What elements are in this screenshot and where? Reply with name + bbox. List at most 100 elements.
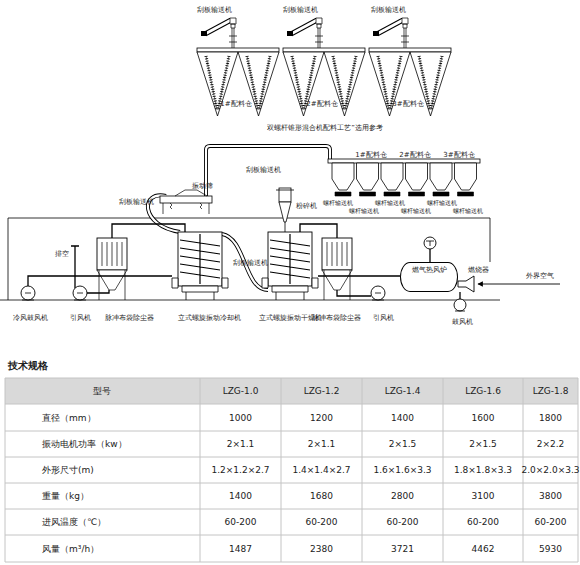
bin-beam <box>328 159 480 163</box>
table-cell: 2380 <box>310 544 333 553</box>
part-label: 燃烧器 <box>468 267 489 274</box>
node-text: 燃气热风炉 <box>412 267 447 274</box>
section-caption: 双螺杆锥形混合机配料工艺”选用参考 <box>267 125 383 132</box>
conveyor-pipe <box>148 146 330 290</box>
part-label: 立式螺旋振动冷却机 <box>178 315 241 322</box>
burner-symbol <box>458 276 474 292</box>
table-cell: 3100 <box>472 492 495 501</box>
vibration-motor <box>172 278 228 300</box>
part-label: 刮板输送机 <box>283 7 318 14</box>
part-label: 引风机 <box>373 315 394 322</box>
blower-fan <box>454 299 466 311</box>
table-cell: 1.8×1.8×3.3 <box>454 466 512 475</box>
table-cell: 2×1.1 <box>308 440 336 449</box>
table-cell: 型号 <box>93 387 111 396</box>
dryer-body <box>268 232 312 286</box>
table-cell: 重量（kg） <box>42 492 89 501</box>
part-label: 螺杆输送机 <box>453 208 483 214</box>
part-label: 刮板输送机 <box>246 167 281 174</box>
twin-screw-mixer <box>369 18 451 116</box>
air-inlet-arrow <box>478 284 560 285</box>
part-label: 脉冲布袋除尘器 <box>105 315 154 322</box>
table-cell: 进风温度（℃） <box>42 518 106 527</box>
part-label: 螺杆输送机 <box>375 200 405 206</box>
part-label: 刮板输送机 <box>197 7 232 14</box>
spiral-deck <box>180 234 220 284</box>
table-cell: 60-200 <box>387 518 419 527</box>
part-label: 3#配料仓 <box>392 101 423 108</box>
part-label: 刮板输送机 <box>233 260 268 267</box>
part-label: 脉冲布袋除尘器 <box>312 315 361 322</box>
table-cell: 2.0×2.0×3.3 <box>521 466 579 475</box>
table-cell: 1400 <box>391 413 414 422</box>
vibrating-screen <box>160 196 212 203</box>
table-cell: 60-200 <box>467 518 499 527</box>
table-cell: LZG-1.0 <box>223 387 259 396</box>
part-label: 冷风鼓风机 <box>13 315 48 322</box>
twin-screw-mixer <box>283 18 365 116</box>
table-cell: LZG-1.2 <box>304 387 340 396</box>
table-cell: 1400 <box>229 492 252 501</box>
frame-line <box>0 218 500 300</box>
part-label: 鼓风机 <box>452 319 473 326</box>
table-cell: 4462 <box>472 544 495 553</box>
table-heading: 技术规格 <box>8 361 48 371</box>
part-label: 螺杆输送机 <box>427 200 457 206</box>
twin-screw-mixer <box>197 18 279 116</box>
table-grid <box>5 378 578 562</box>
part-label: 引风机 <box>70 315 91 322</box>
part-label: 2#配料仓 <box>399 152 430 159</box>
spiral-deck <box>270 234 310 284</box>
part-label: 刮板输送机 <box>371 7 406 14</box>
table-cell: 1.6×1.6×3.3 <box>373 466 431 475</box>
part-label: 刮板输送机 <box>119 199 154 206</box>
table-cell: 外形尺寸(m) <box>42 466 94 475</box>
crusher-cone <box>276 190 294 232</box>
part-label: 1#配料仓 <box>355 152 386 159</box>
conveyor-pipe-inner <box>148 146 330 290</box>
table-cell: 直径（mm） <box>42 413 96 422</box>
table-header-band <box>5 378 578 404</box>
screw-conveyor <box>335 192 474 196</box>
bag-filter-hopper <box>97 242 127 300</box>
table-cell: 2×1.5 <box>469 440 497 449</box>
batching-bin <box>332 163 477 190</box>
table-cell: 5930 <box>539 544 562 553</box>
part-label: 2#配料仓 <box>306 101 337 108</box>
table-cell: LZG-1.4 <box>385 387 421 396</box>
part-label: 排空 <box>55 251 69 258</box>
table-cell: 1800 <box>539 413 562 422</box>
table-cell: LZG-1.6 <box>465 387 501 396</box>
fan-base <box>22 293 465 311</box>
part-label: 螺杆输送机 <box>401 208 431 214</box>
cooler-body <box>178 232 222 286</box>
vibration-motor <box>262 278 318 300</box>
furnace-box: 燃气热风炉 <box>400 262 458 292</box>
table-cell: 60-200 <box>225 518 257 527</box>
part-label: 粉碎机 <box>296 203 317 210</box>
table-cell: 1487 <box>229 544 252 553</box>
table-cell: 2×1.1 <box>227 440 255 449</box>
table-cell: 3721 <box>391 544 414 553</box>
table-cell: 1200 <box>310 413 333 422</box>
part-label: 振动筛 <box>192 183 213 190</box>
thermometer-mark <box>426 241 434 246</box>
thermometer <box>424 237 436 249</box>
table-cell: 2800 <box>391 492 414 501</box>
table-cell: 60-200 <box>535 518 567 527</box>
table-cell: 1600 <box>472 413 495 422</box>
part-label: 螺杆输送机 <box>323 200 353 206</box>
table-cell: 2×2.2 <box>537 440 565 449</box>
part-label: 外界空气 <box>526 273 554 280</box>
air-duct <box>28 224 460 299</box>
part-label: 3#配料仓 <box>443 152 474 159</box>
table-cell: 1.2×1.2×2.7 <box>211 466 269 475</box>
screen-support <box>163 190 209 214</box>
table-cell: LZG-1.8 <box>533 387 569 396</box>
part-label: 螺杆输送机 <box>349 208 379 214</box>
table-cell: 风量（m³/h） <box>42 544 99 553</box>
table-cell: 60-200 <box>306 518 338 527</box>
